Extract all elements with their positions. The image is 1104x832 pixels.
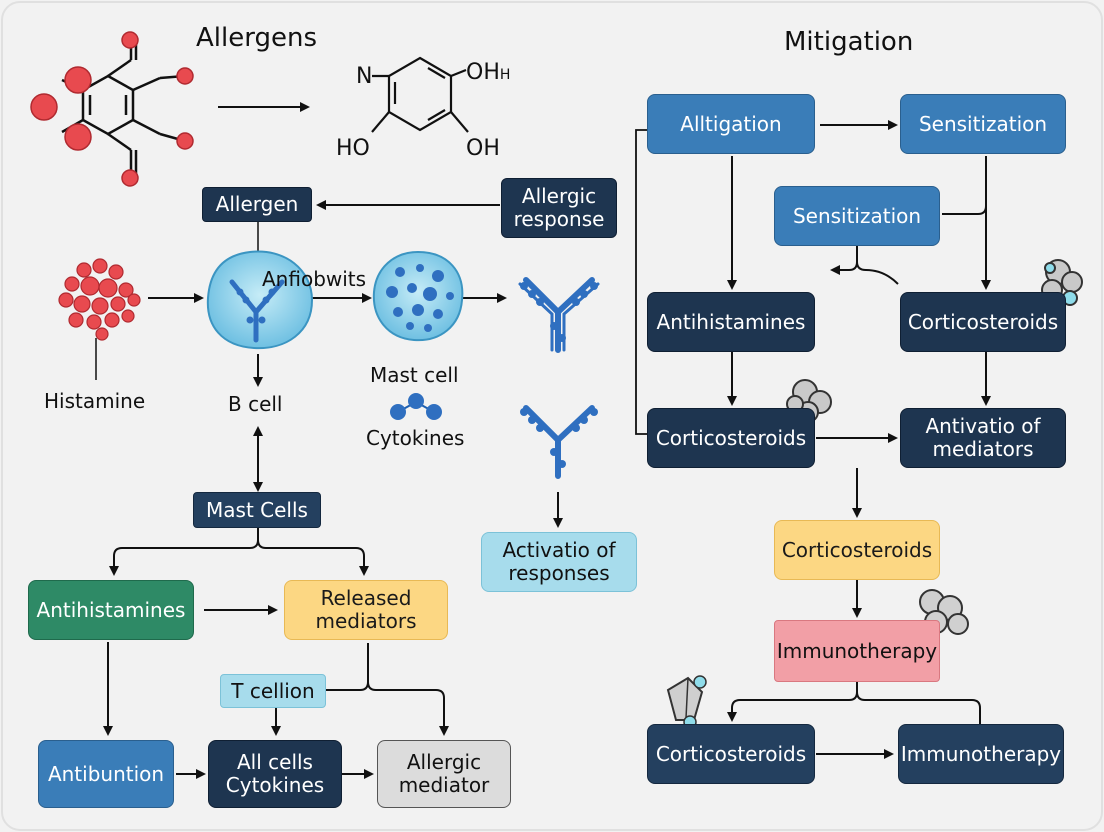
allergens-title: Allergens: [196, 23, 317, 53]
b-cell-label: B cell: [228, 392, 283, 416]
sensitization-mid-box[interactable]: Sensitization: [774, 186, 940, 246]
catechol-molecule-icon: [371, 56, 469, 133]
histamine-label: Histamine: [44, 389, 146, 413]
allergic-mediator-box[interactable]: Allergic mediator: [377, 740, 511, 808]
mast-cell-icon: [372, 250, 464, 342]
immunotherapy-bottom-box[interactable]: Immunotherapy: [898, 724, 1064, 784]
t-cellion-box[interactable]: T cellion: [220, 674, 326, 708]
antihistamines-right-box[interactable]: Antihistamines: [647, 292, 815, 352]
b-cell-icon: [206, 250, 314, 350]
histamine-cluster-icon: [58, 258, 141, 341]
corticosteroids-bottom-box[interactable]: Corticosteroids: [647, 724, 815, 784]
molecule-label-n: N: [356, 64, 373, 89]
cytokines-icon: [390, 393, 442, 420]
antibodies-label: Anfiobwits: [262, 267, 367, 291]
mast-cells-box[interactable]: Mast Cells: [193, 492, 321, 528]
corticosteroids-center-box[interactable]: Corticosteroids: [774, 520, 940, 580]
alltigation-box[interactable]: Alltigation: [647, 94, 815, 154]
sensitization-top-box[interactable]: Sensitization: [900, 94, 1066, 154]
mitigation-title: Mitigation: [784, 27, 914, 57]
antibuntion-box[interactable]: Antibuntion: [38, 740, 174, 808]
released-mediators-box[interactable]: Released mediators: [284, 580, 448, 640]
cytokines-label: Cytokines: [366, 426, 465, 450]
immunotherapy-center-box[interactable]: Immunotherapy: [774, 620, 940, 682]
crystal-icon: [666, 675, 707, 729]
corticosteroids-right-box[interactable]: Corticosteroids: [900, 292, 1066, 352]
activation-responses-box[interactable]: Activatio of responses: [481, 532, 637, 592]
molecule-label-oh-bottom: OH: [466, 136, 500, 161]
corticosteroids-left-box[interactable]: Corticosteroids: [647, 408, 815, 468]
molecule-label-ho: HO: [336, 136, 370, 161]
allergic-response-box[interactable]: Allergic response: [501, 178, 617, 238]
all-cells-cytokines-box[interactable]: All cells Cytokines: [208, 740, 342, 808]
antihistamines-left-box[interactable]: Antihistamines: [28, 580, 194, 640]
mast-cell-label: Mast cell: [370, 363, 459, 387]
allergen-molecule-icon: [61, 42, 186, 178]
activation-mediators-box[interactable]: Antivatio of mediators: [900, 408, 1066, 468]
allergen-box[interactable]: Allergen: [202, 187, 312, 222]
molecule-label-oh-top: OHH: [466, 60, 511, 85]
